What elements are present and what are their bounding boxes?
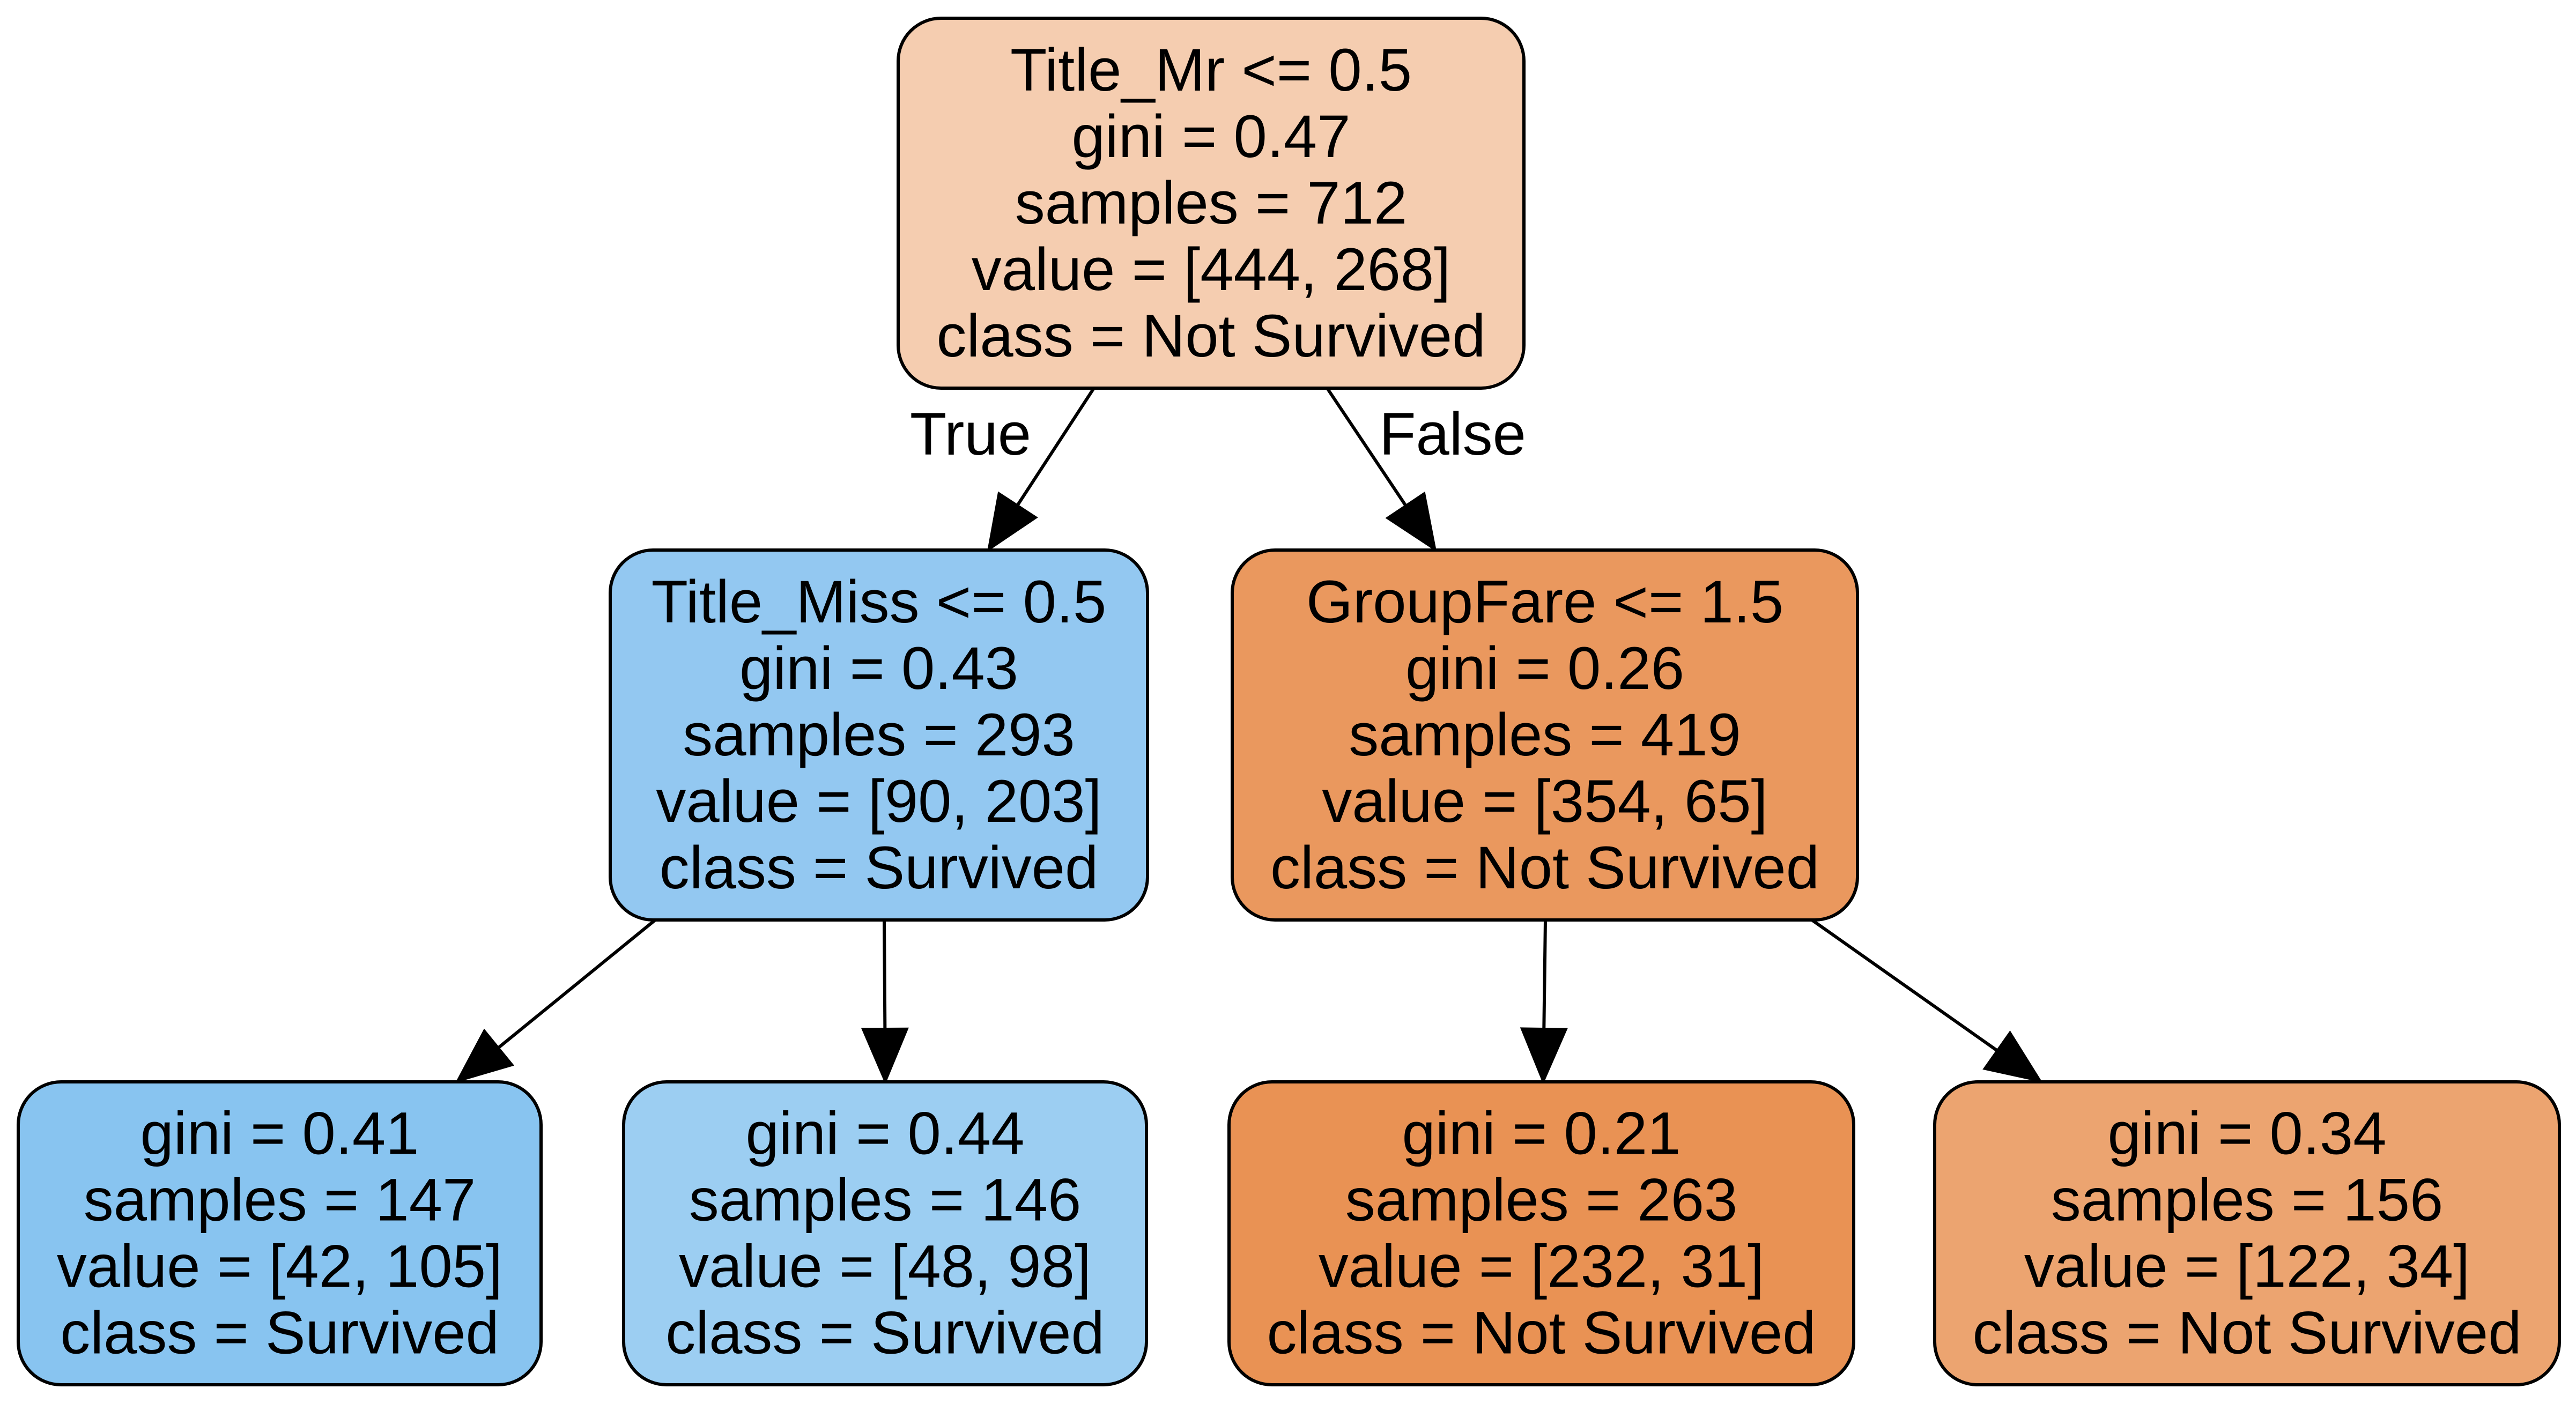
edge-line-5 xyxy=(1542,919,1547,1030)
node-text-line: value = [122, 34] xyxy=(2024,1233,2470,1300)
node-text-line: class = Not Survived xyxy=(1973,1300,2522,1367)
edge-line-4 xyxy=(883,919,887,1030)
edge-labels-layer: True False xyxy=(910,400,1526,467)
node-box xyxy=(609,548,1149,922)
edge-label-true: True xyxy=(910,400,1031,467)
node-text-line: gini = 0.47 xyxy=(1072,103,1351,170)
edge-line-1 xyxy=(1016,387,1095,507)
node-text-line: samples = 156 xyxy=(2051,1167,2444,1234)
node-box xyxy=(897,17,1526,390)
node-text-line: gini = 0.26 xyxy=(1405,635,1684,702)
node-text-line: gini = 0.41 xyxy=(140,1100,419,1167)
node-text-line: samples = 146 xyxy=(689,1167,1082,1234)
node-text-line: samples = 419 xyxy=(1349,701,1741,768)
arrow-head-icon xyxy=(455,1028,515,1083)
node-text-line: value = [48, 98] xyxy=(679,1233,1091,1300)
node-text-line: class = Not Survived xyxy=(1270,834,1819,901)
node-text-line: class = Survived xyxy=(60,1300,499,1367)
node-text-line: gini = 0.21 xyxy=(1402,1100,1681,1167)
node-text-line: Title_Mr <= 0.5 xyxy=(1010,36,1412,103)
edge-label-false: False xyxy=(1379,400,1526,467)
node-text-line: value = [90, 203] xyxy=(656,768,1101,835)
node-text-line: samples = 263 xyxy=(1345,1167,1738,1234)
node-box xyxy=(17,1080,543,1386)
edge-line-6 xyxy=(1811,918,1999,1052)
arrow-head-icon xyxy=(1520,1027,1568,1085)
node-box xyxy=(622,1080,1148,1386)
node-text-line: gini = 0.34 xyxy=(2108,1100,2387,1167)
edge-line-3 xyxy=(497,918,656,1050)
node-text-line: value = [42, 105] xyxy=(57,1233,502,1300)
node-text-line: Title_Miss <= 0.5 xyxy=(652,568,1107,635)
node-text-line: samples = 712 xyxy=(1015,169,1408,236)
node-box xyxy=(1227,1080,1855,1386)
node-text-line: value = [444, 268] xyxy=(972,236,1451,303)
arrow-head-icon xyxy=(987,491,1038,552)
node-text-line: class = Survived xyxy=(660,834,1099,901)
node-text-line: value = [354, 65] xyxy=(1322,768,1767,835)
arrow-head-icon xyxy=(1982,1030,2043,1083)
node-text-line: gini = 0.44 xyxy=(746,1100,1025,1167)
edges-layer xyxy=(455,387,2043,1085)
node-text-line: samples = 147 xyxy=(84,1167,476,1234)
node-text-line: samples = 293 xyxy=(683,701,1075,768)
node-text-line: class = Not Survived xyxy=(1267,1300,1816,1367)
node-box xyxy=(1231,548,1859,922)
arrow-head-icon xyxy=(1385,491,1437,552)
node-text-line: class = Survived xyxy=(665,1300,1105,1367)
node-text-line: class = Not Survived xyxy=(937,302,1486,369)
arrow-head-icon xyxy=(861,1027,909,1085)
node-text-line: GroupFare <= 1.5 xyxy=(1306,568,1783,635)
node-box xyxy=(1933,1080,2561,1386)
node-text-line: value = [232, 31] xyxy=(1319,1233,1764,1300)
node-text-line: gini = 0.43 xyxy=(739,635,1018,702)
edge-line-2 xyxy=(1326,387,1408,507)
